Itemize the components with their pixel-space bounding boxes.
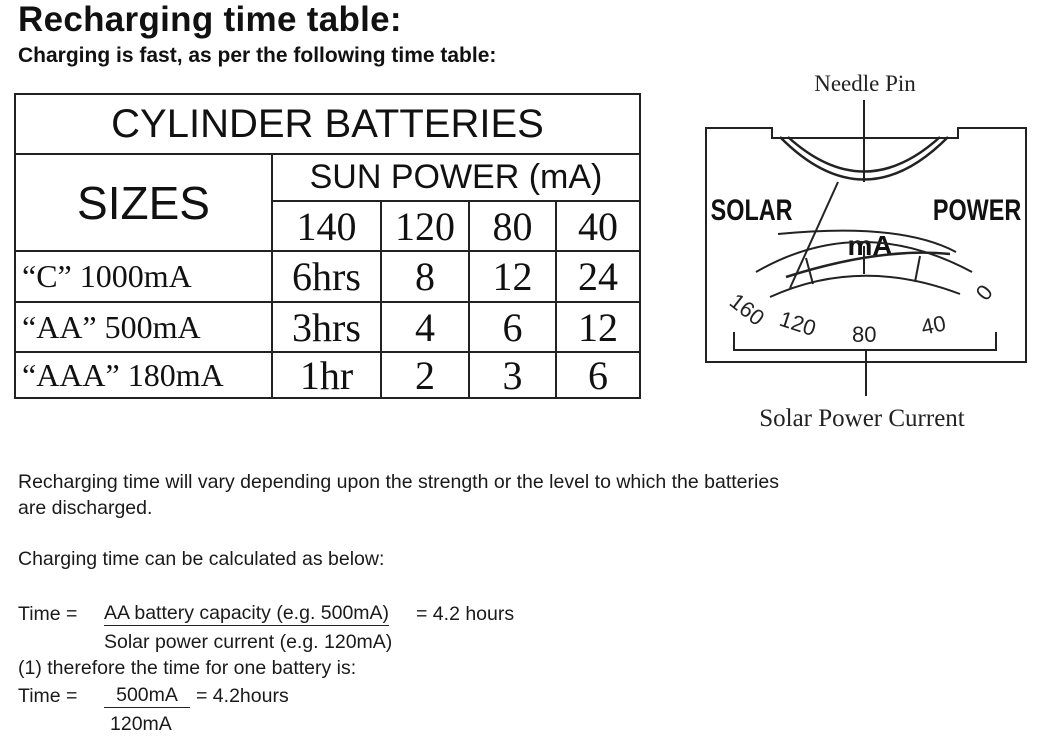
size-cell: “AA” 500mA bbox=[22, 308, 201, 345]
sizes-header: SIZES bbox=[77, 176, 210, 229]
note-line-1: Recharging time will vary depending upon… bbox=[18, 471, 779, 493]
scale-40: 40 bbox=[919, 310, 948, 340]
scale-120: 120 bbox=[776, 306, 819, 341]
formula-2-numerator: 500mA bbox=[104, 683, 190, 708]
time-cell: 1hr bbox=[299, 352, 354, 398]
formula-1-result: = 4.2 hours bbox=[416, 603, 515, 625]
time-cell: 3 bbox=[502, 352, 523, 398]
scale-160: 160 bbox=[725, 288, 769, 330]
formula-1-denominator: Solar power current (e.g. 120mA) bbox=[104, 631, 393, 653]
note-line-2: are discharged. bbox=[18, 497, 153, 519]
time-cell: 6 bbox=[588, 352, 608, 398]
scale-0: 0 bbox=[971, 280, 998, 305]
formula-1-prefix: Time = bbox=[18, 603, 78, 625]
time-cell: 12 bbox=[492, 254, 533, 299]
size-cell: “AAA” 180mA bbox=[22, 356, 224, 393]
recharge-time-table: CYLINDER BATTERIES SIZES SUN POWER (mA) … bbox=[14, 93, 641, 399]
time-cell: 6hrs bbox=[292, 254, 361, 299]
size-cell: “C” 1000mA bbox=[22, 258, 192, 294]
page-subtitle: Charging is fast, as per the following t… bbox=[18, 44, 497, 67]
sun-power-header: SUN POWER (mA) bbox=[309, 158, 603, 196]
note-line-3: Charging time can be calculated as below… bbox=[18, 548, 385, 570]
time-cell: 2 bbox=[415, 352, 435, 398]
formula-2-result: = 4.2hours bbox=[196, 685, 289, 707]
column-header: 120 bbox=[395, 203, 455, 249]
formula-1-numerator: AA battery capacity (e.g. 500mA) bbox=[104, 602, 390, 626]
time-cell: 12 bbox=[578, 304, 618, 350]
column-header: 80 bbox=[492, 203, 533, 249]
power-label: POWER bbox=[933, 193, 1021, 226]
time-cell: 3hrs bbox=[292, 304, 361, 350]
time-cell: 8 bbox=[415, 254, 435, 299]
time-cell: 6 bbox=[502, 304, 523, 350]
solar-label: SOLAR bbox=[711, 193, 793, 226]
time-cell: 4 bbox=[415, 304, 435, 350]
solar-meter-diagram: Needle Pin SOLAR POWER mA 160 120 80 40 … bbox=[705, 71, 1027, 432]
formula-2-denominator: 120mA bbox=[110, 713, 172, 735]
table-group-header: CYLINDER BATTERIES bbox=[111, 101, 544, 146]
column-header: 40 bbox=[578, 203, 618, 249]
needle-pin-label: Needle Pin bbox=[814, 71, 916, 96]
time-cell: 24 bbox=[578, 254, 618, 299]
meter-body bbox=[705, 127, 1027, 363]
note-line-4: (1) therefore the time for one battery i… bbox=[18, 657, 357, 679]
scale-80: 80 bbox=[852, 322, 876, 347]
meter-needle bbox=[789, 181, 839, 289]
formula-2-prefix: Time = bbox=[18, 685, 78, 707]
solar-power-current-label: Solar Power Current bbox=[759, 405, 965, 432]
column-header: 140 bbox=[296, 203, 357, 249]
page-title: Recharging time table: bbox=[18, 0, 402, 39]
